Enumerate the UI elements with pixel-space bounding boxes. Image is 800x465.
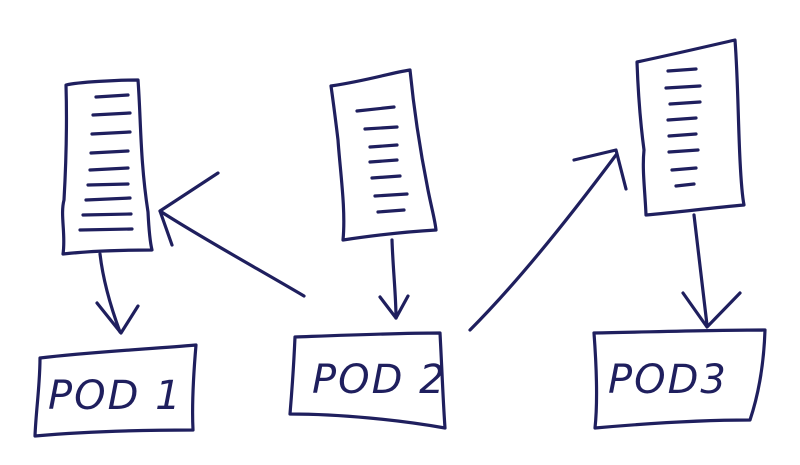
document-1-outline: [60, 78, 154, 256]
arrow-doc3-to-pod3: [681, 213, 742, 329]
pod-2-label: POD 2: [312, 357, 447, 403]
pod-1: POD 1: [33, 343, 198, 438]
pod-1-outline: [33, 343, 198, 438]
document-3-text-lines: [664, 67, 702, 188]
arrow-pod2-to-doc3: [468, 148, 628, 332]
document-1: [60, 78, 154, 256]
pod-3: POD3: [592, 328, 767, 430]
pod-1-label: POD 1: [48, 373, 183, 419]
pod-3-label: POD3: [608, 357, 728, 403]
pod-2: POD 2: [288, 331, 447, 430]
pod-3-outline: [592, 328, 767, 430]
document-3: [635, 38, 746, 217]
arrow-pod2-to-doc1: [158, 171, 306, 298]
arrow-doc1-to-pod1: [95, 252, 140, 335]
document-2-text-lines: [355, 105, 409, 214]
document-1-text-lines: [78, 93, 134, 232]
arrow-doc2-to-pod2: [378, 238, 410, 320]
document-3-outline: [635, 38, 746, 217]
document-2-outline: [329, 68, 438, 242]
document-2: [329, 68, 438, 242]
pod-2-outline: [288, 331, 447, 430]
